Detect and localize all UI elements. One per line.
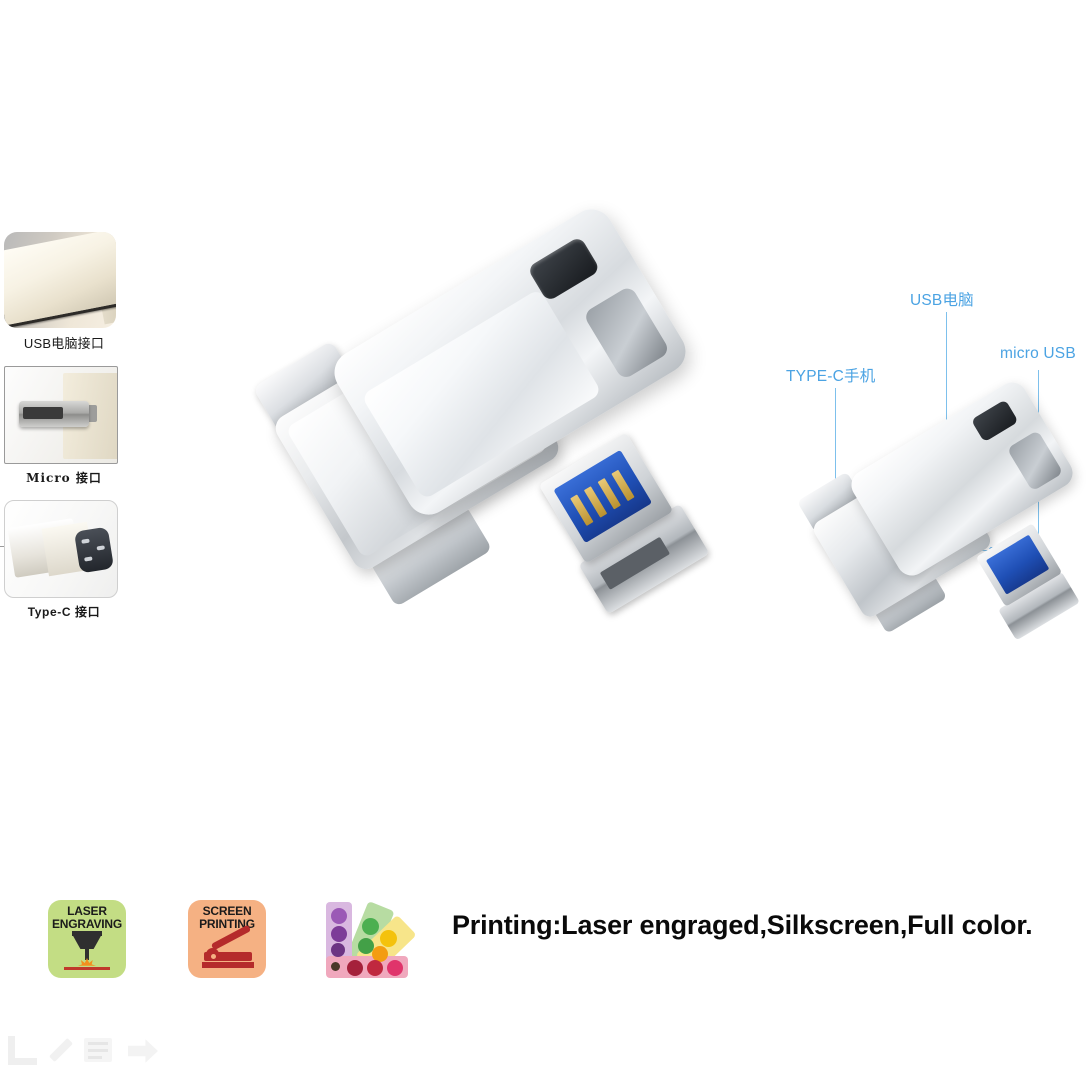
thumbnail-caption-typec: Type-C 接口	[27, 605, 101, 619]
callout-label-usb: USB电脑	[910, 292, 974, 309]
arrow-right-icon[interactable]	[128, 1039, 158, 1063]
callout-label-micro: micro USB	[1000, 345, 1076, 362]
callout-label-typec: TYPE-C手机	[786, 368, 876, 385]
secondary-product-photo	[796, 376, 1080, 650]
printing-options-row: LASER ENGRAVING SCREEN PRINTING	[0, 892, 1088, 992]
laser-badge-line1: LASER	[67, 904, 107, 918]
hero-product-photo	[252, 201, 725, 682]
usb-a-connector-photo	[4, 232, 116, 328]
mini-keyring-slot	[970, 399, 1019, 443]
color-swatch-fan-icon[interactable]	[322, 900, 417, 978]
screen-printing-badge[interactable]: SCREEN PRINTING	[188, 900, 266, 978]
thumbnail-usb[interactable]: USB电脑接口	[4, 232, 134, 352]
pencil-icon[interactable]	[48, 1037, 74, 1063]
leader-line-typec	[835, 388, 836, 488]
text-lines-icon[interactable]	[84, 1038, 112, 1062]
laser-badge-line2: ENGRAVING	[52, 917, 122, 931]
thumbnail-caption-usb: USB电脑接口	[23, 336, 105, 351]
thumbnail-caption-micro: Micro 接口	[26, 471, 102, 485]
connector-thumbnail-column: USB电脑接口 Micro 接口 Type-C 接口	[0, 232, 134, 634]
hero-body-window	[582, 284, 671, 381]
screen-badge-line1: SCREEN	[202, 904, 252, 918]
thumbnail-micro[interactable]: Micro 接口	[4, 366, 134, 486]
type-c-connector-photo	[4, 500, 118, 598]
crop-icon[interactable]	[8, 1036, 37, 1065]
micro-usb-connector-photo	[4, 366, 118, 464]
thumbnail-typec[interactable]: Type-C 接口	[0, 500, 134, 620]
editor-toolbar	[8, 1032, 168, 1072]
printing-methods-text: Printing:Laser engraged,Silkscreen,Full …	[452, 910, 1033, 940]
mini-body-window	[1006, 430, 1064, 492]
laser-engraving-badge[interactable]: LASER ENGRAVING	[48, 900, 126, 978]
